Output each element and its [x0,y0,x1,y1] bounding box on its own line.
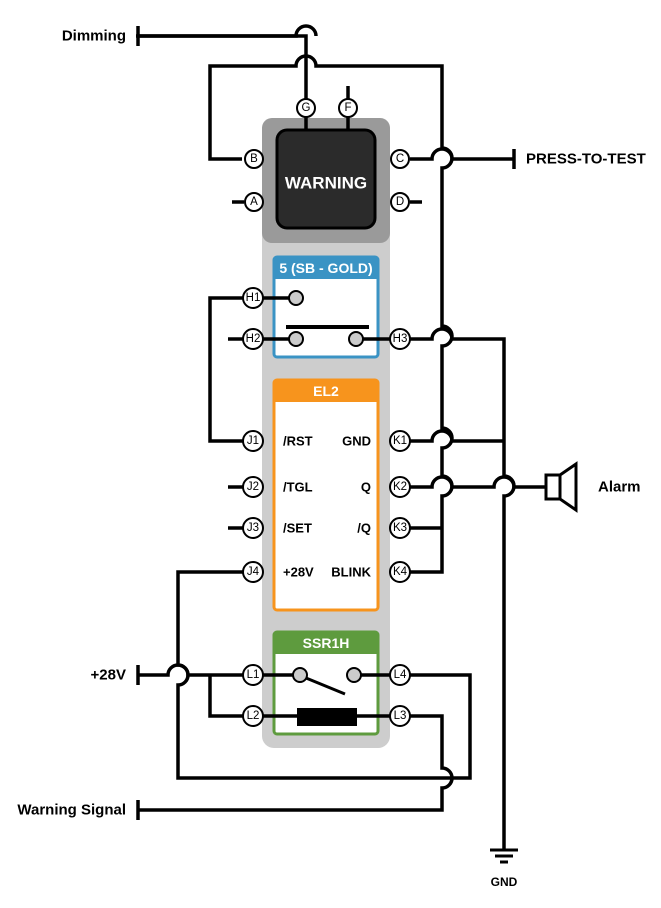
wire-k1-to-gnd [410,429,504,443]
pin-l1[interactable]: L1 [242,664,264,686]
wire-l3-to-warning-signal [138,714,454,812]
contact-h2 [288,331,304,347]
wire-press-to-test [410,147,514,161]
svg-text:K4: K4 [393,566,408,578]
svg-text:F: F [344,102,351,114]
label-plus28v: +28V [91,667,126,684]
pin-l4[interactable]: L4 [389,664,411,686]
pin-h1[interactable]: H1 [242,287,264,309]
contact-h3 [348,331,364,347]
svg-text:H1: H1 [246,292,261,304]
el2-signal-blink: BLINK [331,565,371,580]
relay-coil [297,708,357,726]
module-ssr1h-title: SSR1H [303,635,350,651]
wire-h1-to-j1 [208,296,243,443]
module-el2: EL2 /RST /TGL /SET +28V GND Q /Q BLINK [272,378,380,612]
svg-text:J1: J1 [247,435,259,447]
pin-a[interactable]: A [244,192,264,212]
el2-signal-q-bar: /Q [357,521,371,536]
pin-k3[interactable]: K3 [389,517,411,539]
svg-text:L3: L3 [394,710,407,722]
svg-text:J3: J3 [247,522,259,534]
svg-text:L4: L4 [394,669,407,681]
warning-switch[interactable]: WARNING [262,118,390,243]
label-dimming: Dimming [62,28,126,45]
el2-signal-q: Q [361,480,371,495]
label-press-to-test: PRESS-TO-TEST [526,151,646,168]
module-ssr1h: SSR1H [272,630,380,736]
ground-symbol [490,848,518,864]
svg-text:K1: K1 [393,435,407,447]
svg-text:L2: L2 [247,710,260,722]
svg-text:J2: J2 [247,481,259,493]
pin-l2[interactable]: L2 [242,705,264,727]
pin-c[interactable]: C [390,149,410,169]
pin-j2[interactable]: J2 [242,476,264,498]
module-el2-title: EL2 [313,383,339,399]
svg-text:B: B [250,153,258,165]
pin-k4[interactable]: K4 [389,561,411,583]
pin-k2[interactable]: K2 [389,476,411,498]
pin-g[interactable]: G [296,98,316,118]
module-5-title: 5 (SB - GOLD) [279,260,372,276]
svg-text:H3: H3 [393,333,408,345]
svg-text:J4: J4 [247,566,260,578]
pin-j4[interactable]: J4 [242,561,264,583]
svg-text:K2: K2 [393,481,407,493]
wire-plus28v [138,663,243,677]
wire-plus28v-to-l2 [208,675,243,718]
label-gnd: GND [491,875,518,889]
module-5-sb-gold: 5 (SB - GOLD) [272,255,380,359]
pin-d[interactable]: D [390,192,410,212]
svg-text:H2: H2 [246,333,261,345]
wire-h3-to-gnd [410,327,516,850]
svg-text:L1: L1 [247,669,260,681]
pin-h3[interactable]: H3 [389,328,411,350]
speaker-icon [544,461,578,513]
svg-text:G: G [302,102,311,114]
wire-dimming-to-g [138,34,308,100]
pin-l3[interactable]: L3 [389,705,411,727]
el2-signal-28v: +28V [283,565,314,580]
svg-text:A: A [250,196,258,208]
pin-h2[interactable]: H2 [242,328,264,350]
relay-contact-right [346,667,362,683]
pin-k1[interactable]: K1 [389,430,411,452]
el2-signal-set: /SET [283,521,312,536]
contact-h1 [288,290,304,306]
pin-j1[interactable]: J1 [242,430,264,452]
pin-f[interactable]: F [338,98,358,118]
svg-text:K3: K3 [393,522,407,534]
el2-signal-gnd: GND [342,434,371,449]
pin-j3[interactable]: J3 [242,517,264,539]
svg-text:C: C [396,153,404,165]
el2-signal-rst: /RST [283,434,313,449]
warning-text: WARNING [285,174,367,193]
pin-b[interactable]: B [244,149,264,169]
el2-signal-tgl: /TGL [283,480,313,495]
wire-k2-to-alarm [410,475,546,489]
relay-contact-left [292,667,308,683]
label-warning-signal: Warning Signal [17,802,126,819]
label-alarm: Alarm [598,479,641,496]
svg-text:D: D [396,196,404,208]
